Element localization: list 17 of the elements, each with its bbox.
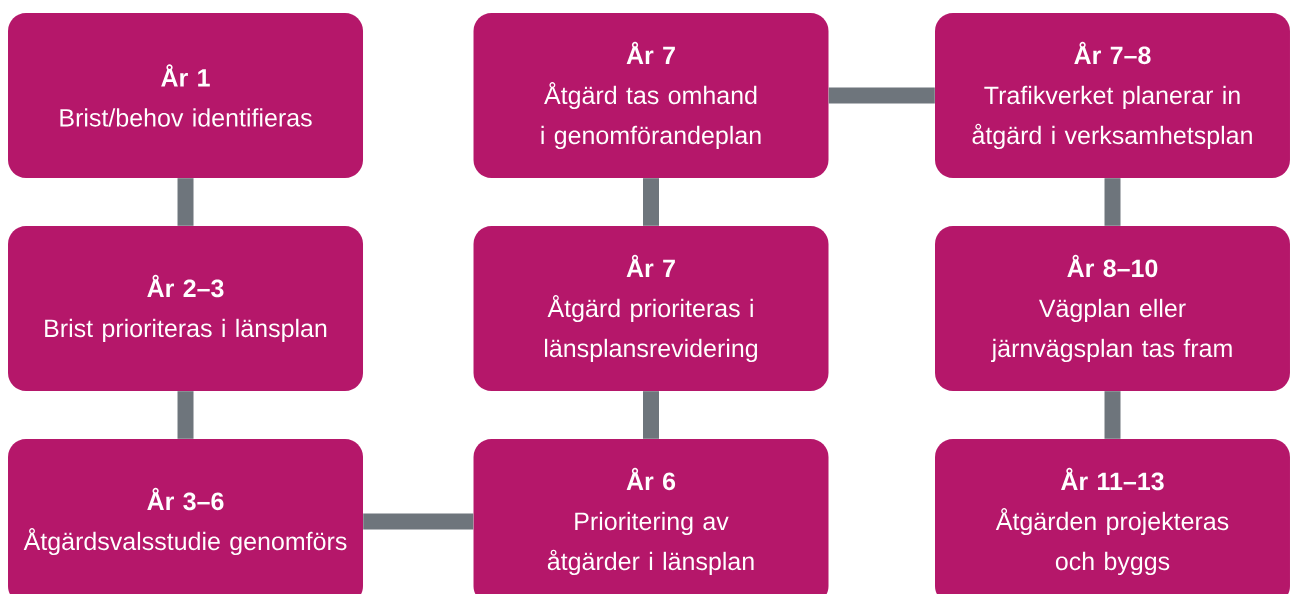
connector-line — [363, 513, 474, 530]
process-box: År 7–8 Trafikverket planerar in åtgärd i verksamhetsplan — [935, 13, 1290, 178]
connector-line — [177, 178, 194, 226]
connector-line — [177, 391, 194, 439]
process-box: År 7 Åtgärd prioriteras i länsplansrevidering — [473, 226, 829, 391]
process-box: År 11–13 Åtgärden projekteras och byggs — [935, 439, 1290, 594]
connector-line — [1104, 391, 1121, 439]
process-box: År 1 Brist/behov identifieras — [8, 13, 363, 178]
connector-line — [643, 391, 659, 439]
connector-line — [1104, 178, 1121, 226]
connector-line — [828, 87, 935, 104]
process-box: År 8–10 Vägplan eller järnvägsplan tas fram — [935, 226, 1290, 391]
connector-line — [643, 178, 659, 226]
process-box: År 2–3 Brist prioriteras i länsplan — [8, 226, 363, 391]
process-box: År 7 Åtgärd tas omhand i genomförandeplan — [473, 13, 829, 178]
process-box: År 6 Prioritering av åtgärder i länsplan — [473, 439, 829, 594]
process-box: År 3–6 Åtgärdsvalsstudie genomförs — [8, 439, 363, 594]
